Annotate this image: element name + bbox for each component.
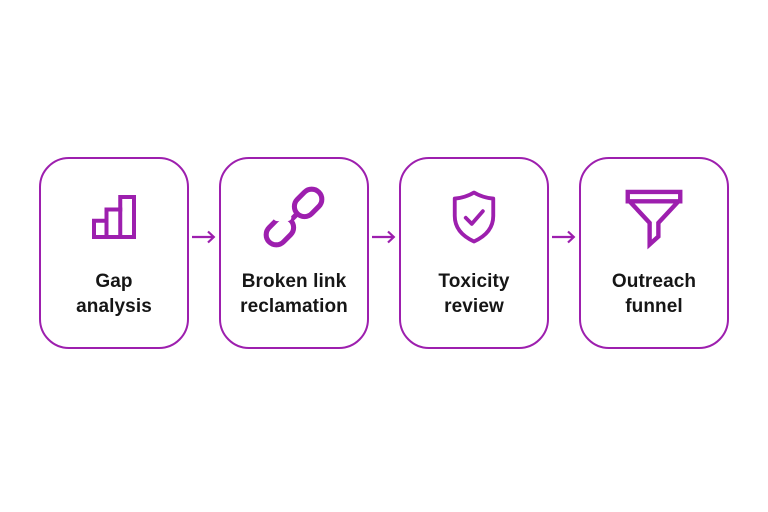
broken-link-icon	[221, 177, 367, 257]
bar-chart-icon	[41, 177, 187, 257]
step-card-broken-link-reclamation: Broken link reclamation	[219, 157, 369, 349]
step-label-line: analysis	[76, 296, 152, 317]
step-label-line: Outreach	[611, 271, 697, 292]
step-label: Toxicity review	[438, 269, 509, 319]
step-label-line: review	[444, 296, 504, 317]
funnel-icon	[581, 177, 727, 257]
arrow-right-icon	[369, 228, 399, 246]
arrow-right-icon	[189, 228, 219, 246]
arrow-right-icon	[549, 228, 579, 246]
shield-check-icon	[401, 177, 547, 257]
step-label: Outreach funnel	[612, 269, 696, 319]
step-label: Gap analysis	[76, 269, 152, 319]
step-label-line: Gap	[95, 271, 133, 292]
step-label-line: reclamation	[240, 296, 348, 317]
step-label: Broken link reclamation	[240, 269, 348, 319]
step-card-outreach-funnel: Outreach funnel	[579, 157, 729, 349]
step-card-gap-analysis: Gap analysis	[39, 157, 189, 349]
step-card-toxicity-review: Toxicity review	[399, 157, 549, 349]
step-label-line: Broken link	[241, 271, 347, 292]
step-label-line: funnel	[625, 296, 683, 317]
step-label-line: Toxicity	[438, 271, 510, 292]
process-flow: Gap analysis	[0, 157, 768, 349]
